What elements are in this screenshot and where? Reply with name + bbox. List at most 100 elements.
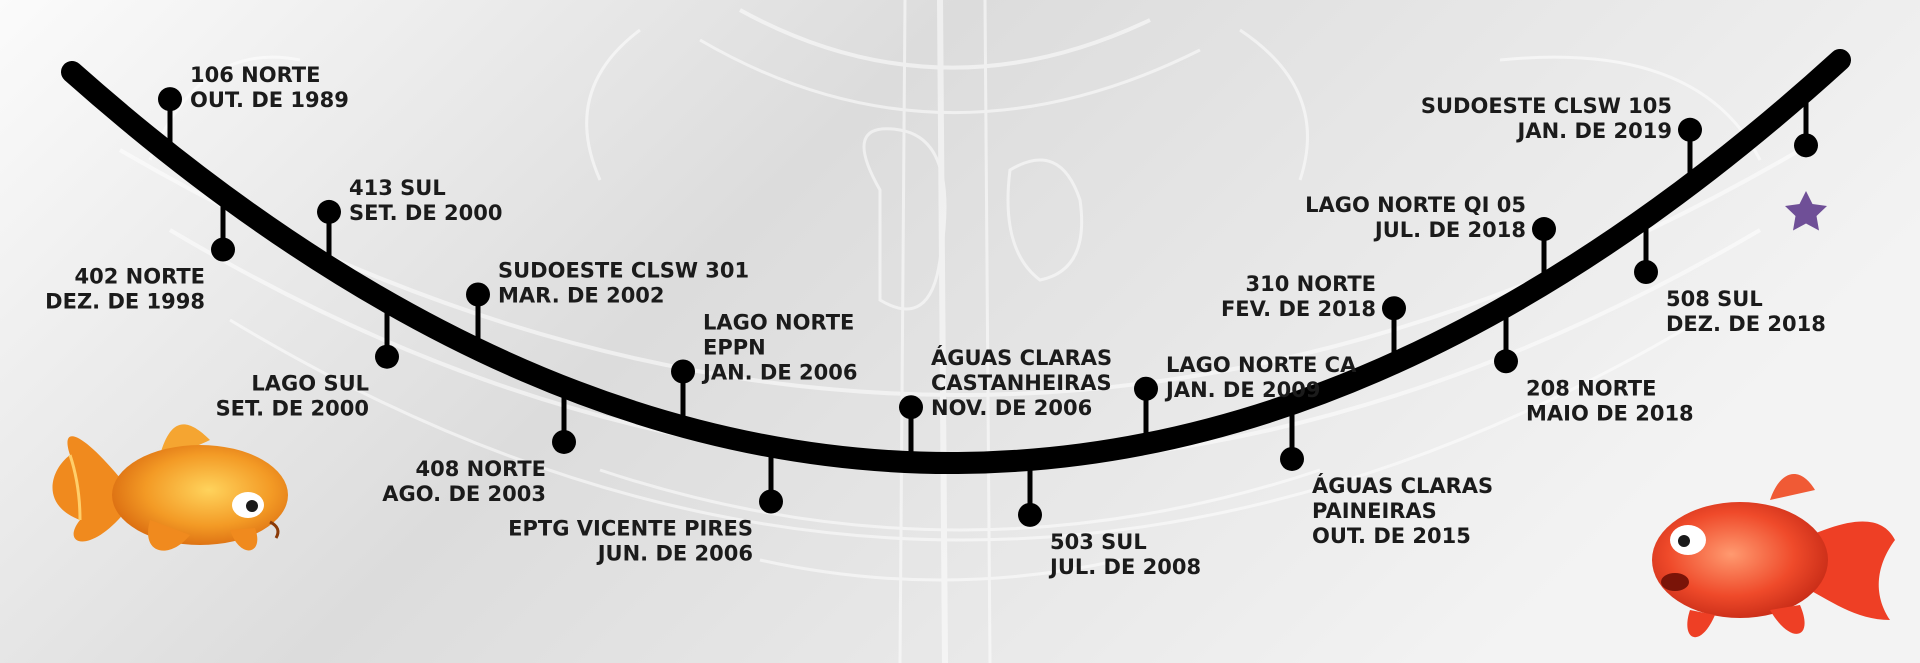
marker-dot: [759, 489, 783, 514]
milestone-date: SET. DE 2000: [349, 201, 502, 225]
milestone-date: JUL. DE 2018: [1373, 218, 1526, 242]
timeline-marker: [158, 87, 182, 155]
milestone-location: EPPN: [703, 335, 766, 359]
milestone-date: AGO. DE 2003: [382, 482, 546, 506]
timeline-marker: [671, 359, 695, 427]
marker-dot: [1678, 117, 1702, 142]
timeline-marker: [1134, 376, 1158, 444]
milestone-location: 503 SUL: [1050, 530, 1147, 554]
timeline-marker: [1494, 306, 1518, 374]
milestone-date: MAIO DE 2018: [1526, 401, 1694, 425]
timeline-marker: [1794, 90, 1818, 158]
milestone-date: SET. DE 2000: [216, 397, 369, 421]
marker-dot: [1634, 260, 1658, 285]
marker-dot: [1382, 296, 1406, 321]
timeline-track: [61, 49, 1851, 474]
marker-dot: [1018, 502, 1042, 527]
timeline-marker: [552, 386, 576, 454]
milestone-location: LAGO NORTE: [703, 310, 854, 334]
milestone-location: 508 SUL: [1666, 287, 1763, 311]
milestone-date: NOV. DE 2006: [931, 396, 1092, 420]
milestone-date: DEZ. DE 2018: [1666, 312, 1826, 336]
milestone-location: 106 NORTE: [190, 63, 320, 87]
milestone-location: EPTG VICENTE PIRES: [508, 517, 753, 541]
timeline-marker: [759, 446, 783, 514]
marker-dot: [1134, 376, 1158, 401]
timeline-marker: [1634, 217, 1658, 285]
marker-dot: [466, 282, 490, 307]
timeline-marker: [317, 199, 341, 267]
milestone-location: CASTANHEIRAS: [931, 371, 1112, 395]
milestone-location: LAGO NORTE CA: [1166, 353, 1357, 377]
milestone-location: 413 SUL: [349, 176, 446, 200]
timeline-marker: [375, 301, 399, 369]
timeline-marker: [899, 395, 923, 463]
milestone-location: PAINEIRAS: [1312, 499, 1437, 523]
milestone-location: LAGO NORTE QI 05: [1305, 193, 1526, 217]
timeline-marker: [1678, 117, 1702, 185]
milestone-date: FEV. DE 2018: [1221, 297, 1376, 321]
timeline-markers: [158, 87, 1818, 527]
timeline-marker: [1532, 217, 1556, 285]
milestone-date: JAN. DE 2009: [1164, 378, 1320, 402]
goldfish-right: [1652, 473, 1895, 638]
marker-dot: [552, 429, 576, 454]
marker-dot: [317, 199, 341, 224]
marker-dot: [1280, 446, 1304, 471]
milestone-location: SUDOESTE CLSW 105: [1421, 94, 1672, 118]
milestone-date: MAR. DE 2002: [498, 283, 665, 307]
timeline-marker: [1280, 403, 1304, 471]
marker-dot: [1532, 217, 1556, 242]
milestone-location: 402 NORTE: [75, 265, 205, 289]
timeline-marker: [211, 194, 235, 262]
milestone-location: 208 NORTE: [1526, 376, 1656, 400]
milestone-date: JAN. DE 2019: [1516, 119, 1672, 143]
milestone-date: JUL. DE 2008: [1048, 555, 1201, 579]
marker-dot: [211, 237, 235, 262]
marker-dot: [1794, 133, 1818, 158]
marker-dot: [899, 395, 923, 420]
milestone-location: SUDOESTE CLSW 301: [498, 258, 749, 282]
marker-dot: [375, 344, 399, 369]
timeline-curve: [61, 49, 1851, 474]
timeline-marker: [466, 282, 490, 350]
milestone-date: OUT. DE 1989: [190, 88, 349, 112]
milestone-location: ÁGUAS CLARAS: [1312, 473, 1493, 498]
milestone-date: OUT. DE 2015: [1312, 524, 1471, 548]
milestone-location: LAGO SUL: [251, 372, 369, 396]
timeline-marker: [1382, 296, 1406, 364]
marker-dot: [1494, 349, 1518, 374]
star-icon: [1785, 191, 1827, 231]
milestone-location: 408 NORTE: [416, 457, 546, 481]
goldfish-left: [52, 424, 288, 551]
marker-dot: [158, 87, 182, 112]
milestone-location: 310 NORTE: [1246, 272, 1376, 296]
marker-dot: [671, 359, 695, 384]
milestone-date: JUN. DE 2006: [596, 542, 753, 566]
milestone-location: ÁGUAS CLARAS: [931, 345, 1112, 370]
milestone-date: JAN. DE 2006: [701, 360, 857, 384]
timeline-marker: [1018, 459, 1042, 527]
milestone-date: DEZ. DE 1998: [45, 290, 205, 314]
